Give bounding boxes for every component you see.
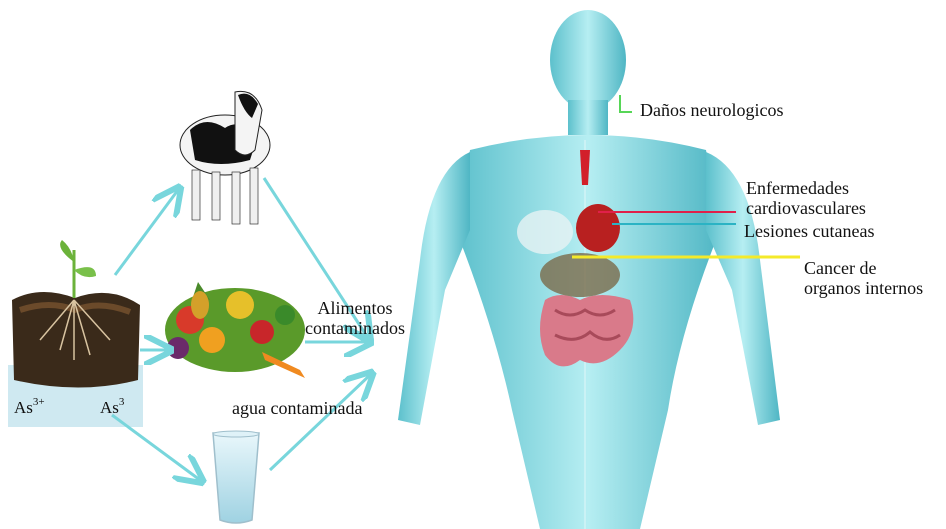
stomach: [540, 253, 620, 297]
neuro-pointer-line: [620, 95, 632, 112]
lung: [517, 210, 573, 254]
arrow-soil-to-cow: [115, 190, 178, 275]
arrow-water-to-human: [270, 375, 370, 470]
water-label: agua contaminada: [232, 398, 362, 418]
neurological-damage-label: Daños neurologicos: [640, 100, 783, 120]
arsenic-3-label: As3: [100, 398, 124, 418]
internal-organ-cancer-label: Cancer de organos internos: [804, 258, 923, 298]
human-body-figure: [398, 10, 780, 529]
arsenic-3plus-label: As3+: [14, 398, 45, 418]
water-glass-icon: [213, 431, 259, 523]
fruits-vegetables-icon: [165, 282, 305, 378]
cow-icon: [180, 91, 270, 224]
skin-lesions-label: Lesiones cutaneas: [744, 221, 874, 241]
arrow-soil-to-water: [112, 415, 200, 480]
food-label: Alimentos contaminados: [305, 298, 405, 338]
cardiovascular-disease-label: Enfermedades cardiovasculares: [746, 178, 866, 218]
